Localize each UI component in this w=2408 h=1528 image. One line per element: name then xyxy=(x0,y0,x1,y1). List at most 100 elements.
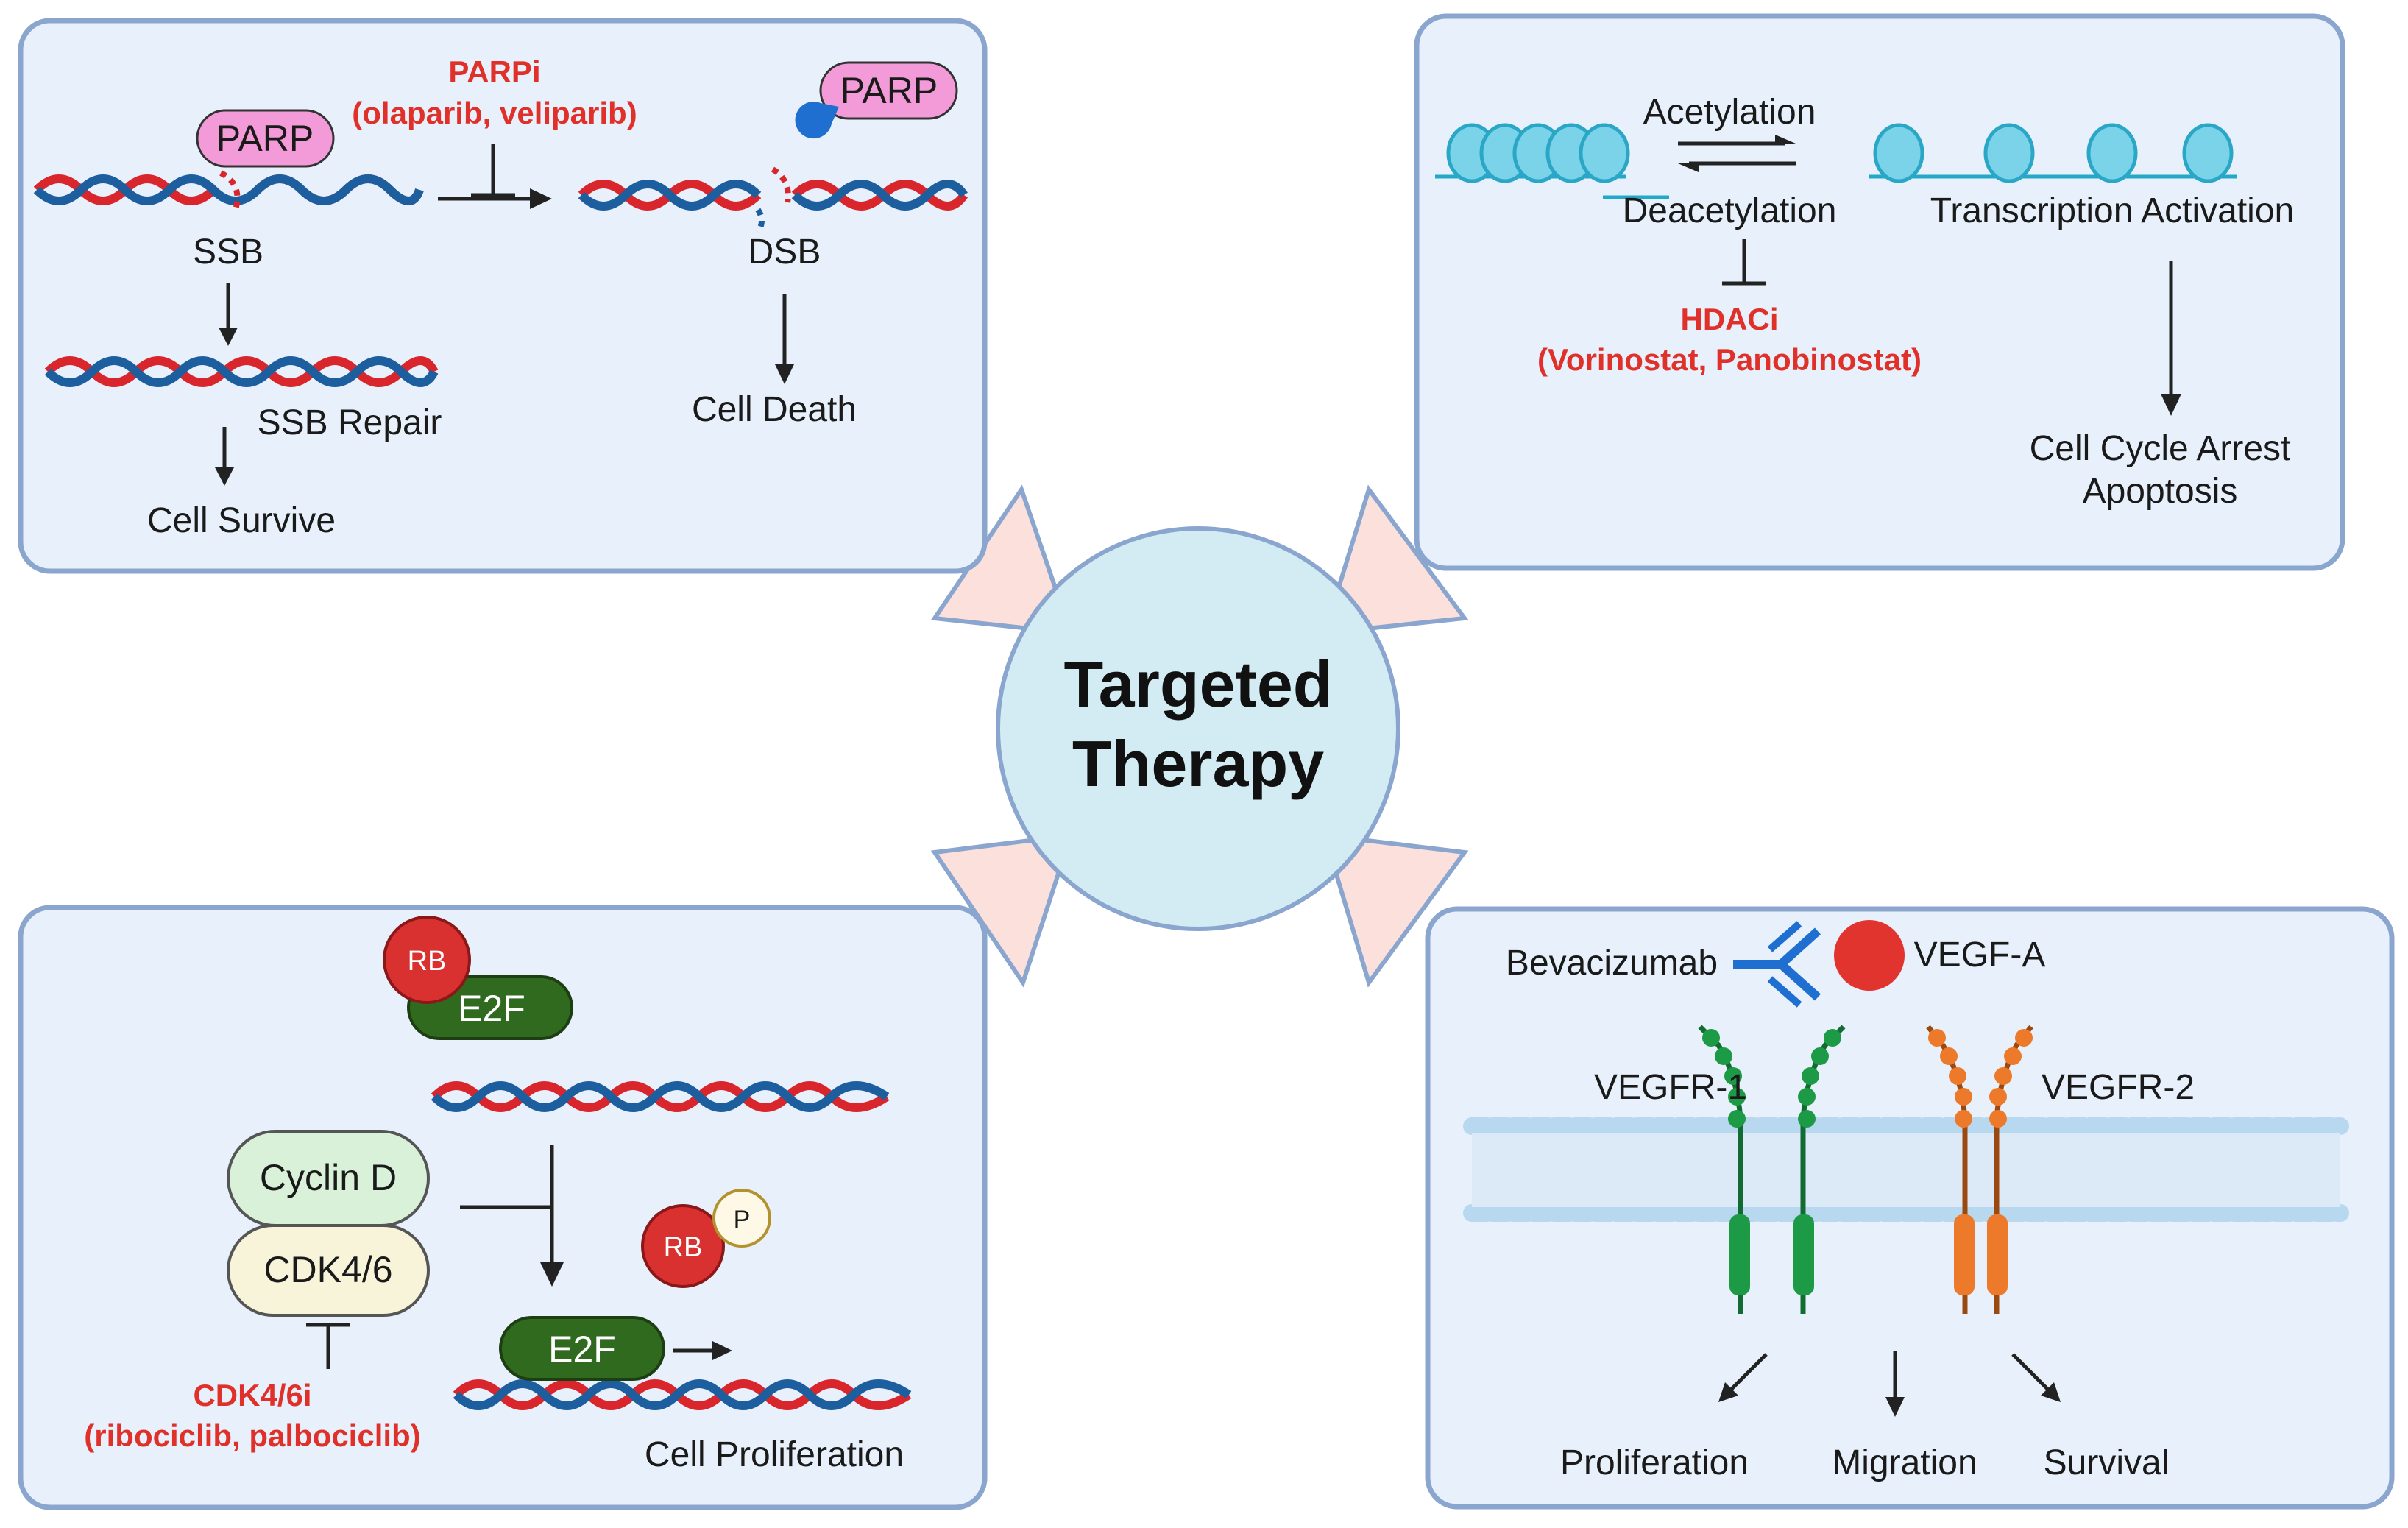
vegfr2-domain-4 xyxy=(1940,1047,1958,1065)
nucleosome-5 xyxy=(1579,123,1630,183)
dna-ssb-break xyxy=(219,170,241,211)
dna-dsb-break-red xyxy=(771,166,791,203)
open-nucleosome-4 xyxy=(2182,123,2234,183)
vegf-panel: Bevacizumab VEGF-A xyxy=(1425,906,2395,1510)
acetylation-label: Acetylation xyxy=(1643,93,1816,132)
repair-down-arrowhead xyxy=(215,467,234,486)
antibody-arm-lower xyxy=(1777,961,1821,1001)
vegfr2-domain-5 xyxy=(1928,1029,1946,1047)
ssb-down-arrowhead xyxy=(219,328,238,346)
proliferation-arrow xyxy=(1724,1353,1768,1396)
cdk-label: CDK4/6 xyxy=(263,1249,392,1290)
ssb-to-dsb-arrowhead xyxy=(530,188,552,209)
cdk-inhibitor-name: CDK4/6i xyxy=(193,1378,311,1412)
vegfr2-domain-8 xyxy=(1994,1067,2012,1085)
vegfr1-domain-10 xyxy=(1824,1029,1841,1047)
dsb-label: DSB xyxy=(748,233,821,272)
vegfr2-label: VEGFR-2 xyxy=(2042,1068,2195,1107)
e2f-transcription-arrowhead xyxy=(712,1341,732,1360)
dna-ssb-blue-strand xyxy=(33,174,424,205)
vegfr1-domain-3 xyxy=(1724,1067,1742,1085)
survival-arrow xyxy=(2011,1353,2055,1396)
vegfr1-domain-4 xyxy=(1715,1047,1732,1065)
vegfr2-domain-9 xyxy=(2004,1047,2022,1065)
vegf-a-ligand xyxy=(1834,920,1905,991)
deacetylation-label: Deacetylation xyxy=(1623,191,1837,230)
parp-left-label: PARP xyxy=(216,118,314,159)
center-star: Targeted Therapy xyxy=(930,484,1469,988)
vegfr1-kinase-left xyxy=(1729,1214,1750,1295)
migration-arrowhead xyxy=(1885,1397,1905,1417)
hdaci-drugs: (Vorinostat, Panobinostat) xyxy=(1537,342,1922,377)
vegfr1-label: VEGFR-1 xyxy=(1594,1068,1747,1107)
cell-membrane xyxy=(1463,1117,2349,1222)
vegfr1-domain-9 xyxy=(1811,1047,1829,1065)
dna-dsb xyxy=(578,166,968,234)
vegfr2-domain-3 xyxy=(1949,1067,1966,1085)
vegfr1-domain-2 xyxy=(1728,1088,1746,1106)
hdaci-name: HDACi xyxy=(1681,302,1779,336)
vegfr1-domain-5 xyxy=(1702,1029,1720,1047)
bevacizumab-label: Bevacizumab xyxy=(1506,944,1718,983)
transcription-down-arrowhead xyxy=(2161,394,2181,416)
vegfr1-domain-6 xyxy=(1798,1110,1816,1128)
parpi-drugs: (olaparib, veliparib) xyxy=(352,96,637,130)
chromatin-condensed xyxy=(1435,123,1669,199)
transcription-activation-label: Transcription Activation xyxy=(1930,191,2294,230)
dna-dsb-blue-strand xyxy=(578,180,968,211)
parp-right-box xyxy=(819,61,958,120)
acetylation-arrowhead xyxy=(1775,135,1796,144)
antibody-light-lower xyxy=(1767,976,1802,1008)
ssb-repair-label: SSB Repair xyxy=(258,403,442,442)
parp-panel: PARP SSB PARPi (olaparib, veliparib) PAR… xyxy=(18,18,988,574)
cyclin-label: Cyclin D xyxy=(260,1157,397,1198)
vegfr2-receptor xyxy=(1926,1025,2033,1314)
cell-proliferation-label: Cell Proliferation xyxy=(645,1435,904,1474)
center-title-line2: Therapy xyxy=(1072,727,1324,800)
dna-dsb-break-blue xyxy=(755,208,765,234)
dna-ssb xyxy=(33,170,424,211)
hdac-panel: Acetylation Deacetylation Transcription … xyxy=(1414,13,2345,571)
rb-mid-label: RB xyxy=(664,1232,703,1263)
ssb-label: SSB xyxy=(193,233,263,272)
rb-top-label: RB xyxy=(408,946,447,977)
survival-arrowhead xyxy=(2041,1382,2061,1402)
vegfr2-domain-6 xyxy=(1989,1110,2007,1128)
dna-repair-red-strand xyxy=(44,356,439,387)
chromatin-open xyxy=(1869,123,2237,183)
e2f-bottom-box xyxy=(499,1316,665,1381)
survival-label: Survival xyxy=(2044,1443,2170,1482)
star-spike-top-right xyxy=(1321,484,1469,636)
vegfr2-domain-7 xyxy=(1989,1088,2007,1106)
vegfr2-kinase-right xyxy=(1987,1214,2008,1295)
antibody-icon xyxy=(1733,921,1821,1008)
vegf-a-label: VEGF-A xyxy=(1914,935,2046,975)
antibody-light-upper xyxy=(1767,921,1802,952)
vegfr2-domain-1 xyxy=(1955,1110,1972,1128)
parpi-name: PARPi xyxy=(448,54,540,89)
cell-survive-label: Cell Survive xyxy=(147,501,336,540)
dna-cdk-bottom-blue xyxy=(453,1379,912,1410)
vegfr2-kinase-left xyxy=(1954,1214,1975,1295)
outcome-line2: Apoptosis xyxy=(2083,472,2238,511)
vegfr1-domain-8 xyxy=(1802,1067,1819,1085)
cdk-panel: E2F RB Cyclin D CDK4/6 RB P CDK4/6i (rib… xyxy=(18,905,988,1510)
phosphate-label: P xyxy=(734,1206,751,1234)
parp-left-box xyxy=(196,109,335,168)
vegfr1-receptor xyxy=(1698,1025,1846,1314)
deacetylation-arrowhead xyxy=(1678,163,1699,172)
rb-mid-circle xyxy=(641,1204,725,1288)
cdk-box xyxy=(227,1224,430,1317)
cell-death-label: Cell Death xyxy=(692,390,857,429)
proliferation-label: Proliferation xyxy=(1560,1443,1749,1482)
migration-label: Migration xyxy=(1832,1443,1977,1482)
dna-down-arrowhead xyxy=(540,1262,564,1287)
vegfr2-domain-2 xyxy=(1955,1088,1972,1106)
cdk-inhibitor-drugs: (ribociclib, palbociclib) xyxy=(84,1418,420,1453)
dsb-down-arrowhead xyxy=(775,364,794,384)
e2f-bottom-label: E2F xyxy=(548,1329,616,1370)
dna-cdk-top-blue xyxy=(431,1081,890,1112)
open-nucleosome-2 xyxy=(1983,123,2035,183)
phosphate-circle xyxy=(712,1189,771,1248)
